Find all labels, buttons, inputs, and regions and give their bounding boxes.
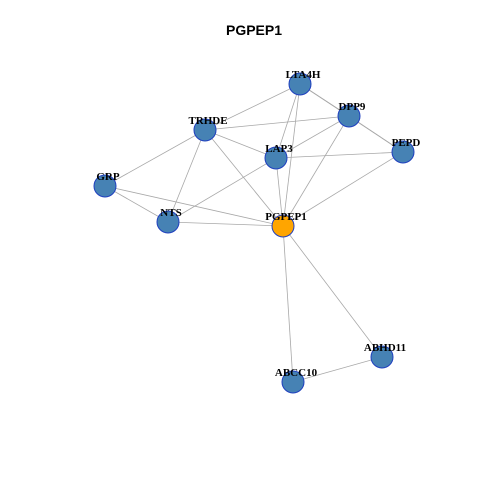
- node-lta4h: LTA4H: [286, 69, 321, 96]
- edge-grp-nts: [104, 185, 169, 223]
- edge-pgpep1-abcc10: [282, 225, 294, 383]
- node-label: ABHD11: [364, 342, 406, 354]
- edge-lap3-nts: [167, 157, 277, 223]
- node-circle: [337, 104, 361, 128]
- node-nts: NTS: [156, 207, 182, 234]
- node-circle: [93, 174, 117, 198]
- node-circle: [264, 146, 288, 170]
- node-dpp9: DPP9: [337, 101, 366, 128]
- node-label: LTA4H: [286, 69, 321, 81]
- node-label: LAP3: [265, 143, 293, 155]
- edge-pgpep1-abhd11: [282, 225, 383, 358]
- edge-trhde-pgpep1: [204, 129, 284, 227]
- node-abhd11: ABHD11: [364, 342, 406, 369]
- node-circle: [391, 140, 415, 164]
- edge-dpp9-lap3: [275, 115, 350, 159]
- node-label: PGPEP1: [265, 211, 307, 223]
- node-trhde: TRHDE: [188, 115, 228, 142]
- graph-title: PGPEP1: [226, 22, 282, 38]
- edge-dpp9-trhde: [204, 115, 350, 131]
- edge-lap3-pepd: [275, 151, 404, 159]
- node-label: TRHDE: [188, 115, 227, 127]
- edge-grp-pgpep1: [104, 185, 284, 227]
- node-label: DPP9: [339, 101, 366, 113]
- edge-pepd-pgpep1: [282, 151, 404, 227]
- node-pepd: PEPD: [391, 137, 421, 164]
- node-label: ABCC10: [275, 367, 318, 379]
- node-label: NTS: [160, 207, 181, 219]
- node-label: GRP: [96, 171, 120, 183]
- node-abcc10: ABCC10: [275, 367, 318, 394]
- edge-dpp9-pgpep1: [282, 115, 350, 227]
- node-circle: [288, 72, 312, 96]
- edges-layer: [104, 83, 404, 383]
- edge-lta4h-trhde: [204, 83, 301, 131]
- edge-lta4h-lap3: [275, 83, 301, 159]
- edge-nts-pgpep1: [167, 221, 284, 227]
- edge-abhd11-abcc10: [292, 356, 383, 383]
- node-circle: [370, 345, 394, 369]
- node-lap3: LAP3: [264, 143, 293, 170]
- node-pgpep1: PGPEP1: [265, 211, 307, 238]
- edge-trhde-grp: [104, 129, 206, 187]
- node-circle: [281, 370, 305, 394]
- node-circle: [156, 210, 180, 234]
- node-circle: [271, 214, 295, 238]
- edge-trhde-nts: [167, 129, 206, 223]
- node-label: PEPD: [392, 137, 421, 149]
- edge-trhde-lap3: [204, 129, 277, 159]
- edge-lta4h-pgpep1: [282, 83, 301, 227]
- node-circle: [193, 118, 217, 142]
- node-grp: GRP: [93, 171, 120, 198]
